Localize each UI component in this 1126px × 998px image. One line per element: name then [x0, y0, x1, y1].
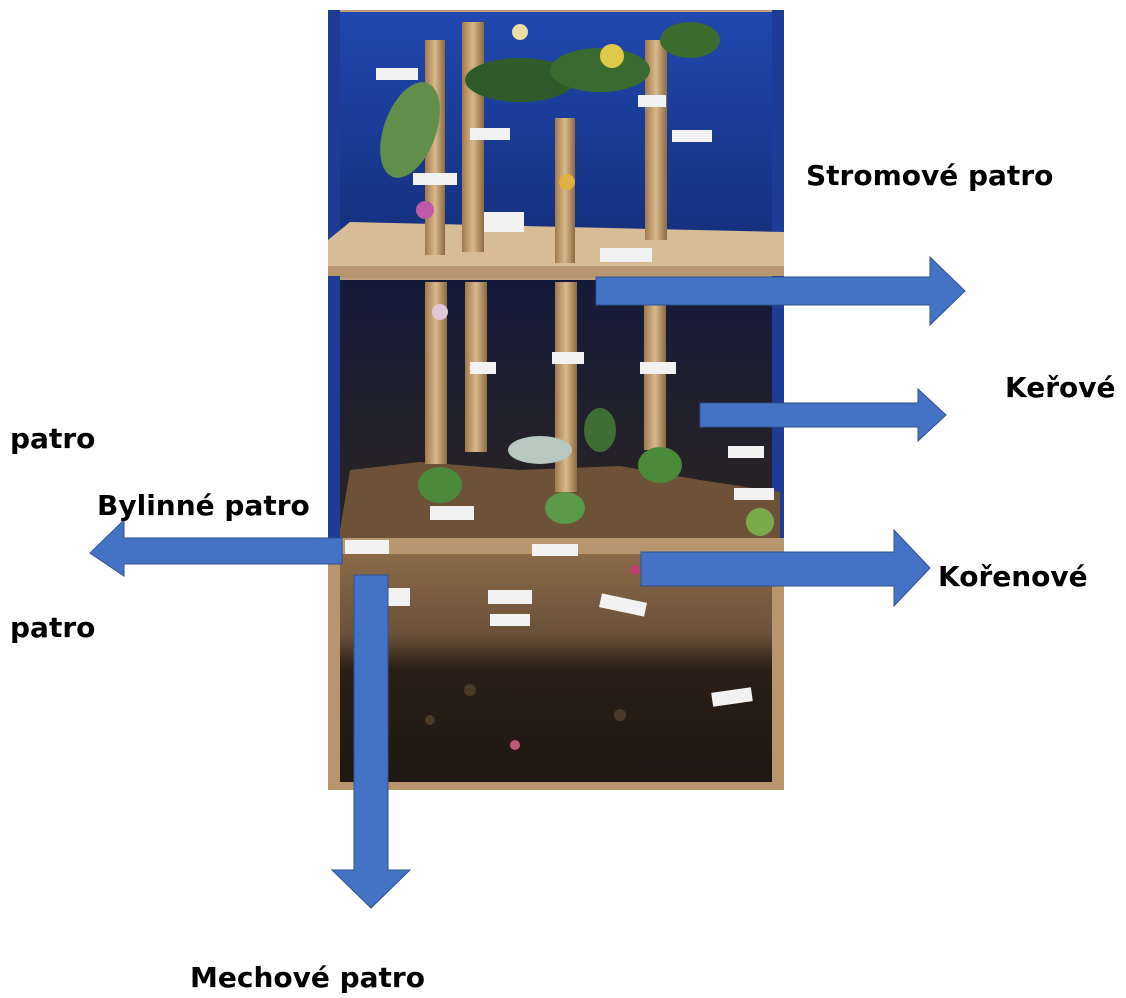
arrow-left-bylinne: [89, 518, 343, 577]
label-patro-lower: patro: [10, 611, 96, 644]
arrow-right-korenove: [640, 528, 931, 608]
label-bylinne-patro: Bylinné patro: [97, 489, 310, 522]
label-korenove: Kořenové: [938, 560, 1088, 593]
arrow-down-mechove: [330, 574, 412, 909]
label-mechove-patro: Mechové patro: [190, 961, 425, 994]
forest-diorama-photo: [328, 10, 784, 790]
label-kerove: Keřové: [1005, 371, 1116, 404]
label-patro-upper: patro: [10, 422, 96, 455]
arrow-right-kerove: [699, 387, 947, 443]
label-stromove-patro: Stromové patro: [806, 159, 1054, 192]
arrow-right-stromove: [595, 255, 966, 327]
